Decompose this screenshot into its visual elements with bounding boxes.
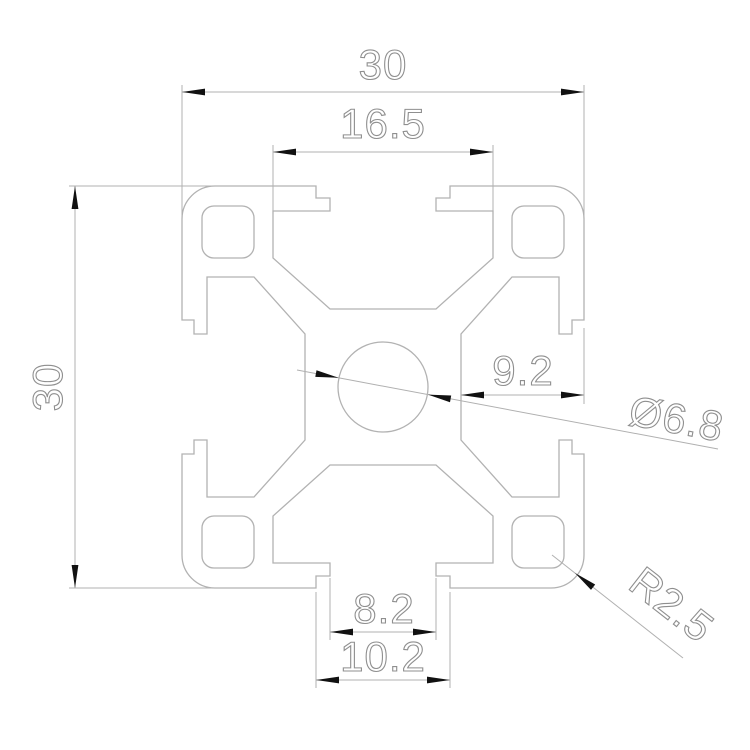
arrowhead [575,573,596,590]
extension-line [315,592,451,688]
arrowhead-right [413,628,436,636]
center-hole [337,341,429,433]
arrowhead-left [316,676,339,684]
arrowhead-left [315,370,339,378]
profile-outline [181,185,585,589]
arrowhead-right [561,391,584,399]
extension-line [181,85,585,219]
dim-corner-radius: R2.5 [551,554,723,659]
corner-screw-channel-top-left [201,205,255,259]
dim-top-cavity-width: 16.5 [272,99,494,214]
arrowhead-right [428,394,452,403]
dim-label-corner-radius: R2.5 [621,558,723,652]
dim-label-overall-width: 30 [359,41,408,88]
corner-screw-channel-top-right [511,205,565,259]
dim-overall-height: 30 [23,185,213,589]
arrowhead-right [427,676,450,684]
dim-label-slot-opening: 8.2 [353,585,414,632]
arrowhead-left [182,88,205,96]
profile-cross-section [181,185,585,589]
arrowhead-left [461,391,484,399]
arrowhead-right [470,148,493,156]
arrowhead-bottom [71,565,79,588]
arrowhead-left [330,628,353,636]
corner-screw-channel-bottom-left [201,515,255,569]
dim-slot-recess: 10.2 [315,592,451,688]
leader-line [551,554,684,659]
dim-label-core-offset: 9.2 [492,347,553,394]
dim-core-offset: 9.2 [461,328,585,404]
dim-label-top-cavity-width: 16.5 [340,100,426,147]
dim-label-slot-recess: 10.2 [340,633,426,680]
extension-line [329,578,437,640]
dim-label-center-hole: Ø6.8 [626,387,728,451]
dim-label-overall-height: 30 [24,363,71,412]
corner-screw-channel-bottom-right [511,515,565,569]
leader-line [296,369,719,450]
dim-overall-width: 30 [181,40,585,219]
arrowhead-left [273,148,296,156]
dim-slot-opening: 8.2 [329,578,437,640]
arrowhead-top [71,186,79,209]
arrowhead-right [561,88,584,96]
extension-line [69,185,213,589]
extension-line [272,145,494,214]
